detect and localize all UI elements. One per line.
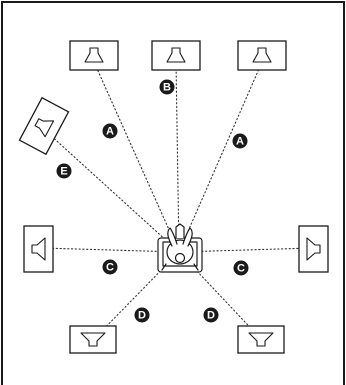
- speaker-icon: [23, 225, 54, 273]
- speaker-icon: [237, 40, 287, 71]
- line-surround-left: [41, 247, 180, 253]
- label-badge-surround-right: C: [233, 260, 249, 276]
- line-front-high-left: [47, 132, 180, 253]
- label-badge-center: B: [159, 79, 175, 95]
- speaker-icon: [237, 325, 285, 354]
- line-center: [175, 61, 180, 253]
- listener-icon: [157, 223, 203, 273]
- svg-text:D: D: [138, 310, 146, 322]
- distance-lines: [41, 61, 313, 341]
- svg-text:C: C: [106, 262, 114, 274]
- svg-text:D: D: [207, 310, 215, 322]
- svg-text:C: C: [237, 263, 245, 275]
- line-surround-right: [178, 247, 313, 253]
- svg-text:A: A: [236, 136, 244, 148]
- line-front-left: [93, 61, 180, 253]
- speaker-icon: [69, 325, 117, 354]
- label-badge-front-high-left: E: [56, 163, 72, 179]
- label-badge-surround-left: C: [102, 259, 118, 275]
- line-front-right: [178, 61, 263, 253]
- label-badge-surround-back-left: D: [134, 307, 150, 323]
- svg-text:A: A: [106, 126, 114, 138]
- label-badge-front-right: A: [232, 133, 248, 149]
- label-badge-surround-back-right: D: [203, 307, 219, 323]
- speaker-icon: [298, 225, 329, 273]
- svg-text:B: B: [163, 82, 171, 94]
- speaker-icon: [18, 96, 70, 156]
- speaker-icon: [151, 40, 201, 71]
- label-badge-front-left: A: [102, 123, 118, 139]
- speaker-icon: [69, 40, 119, 71]
- svg-text:E: E: [60, 166, 67, 178]
